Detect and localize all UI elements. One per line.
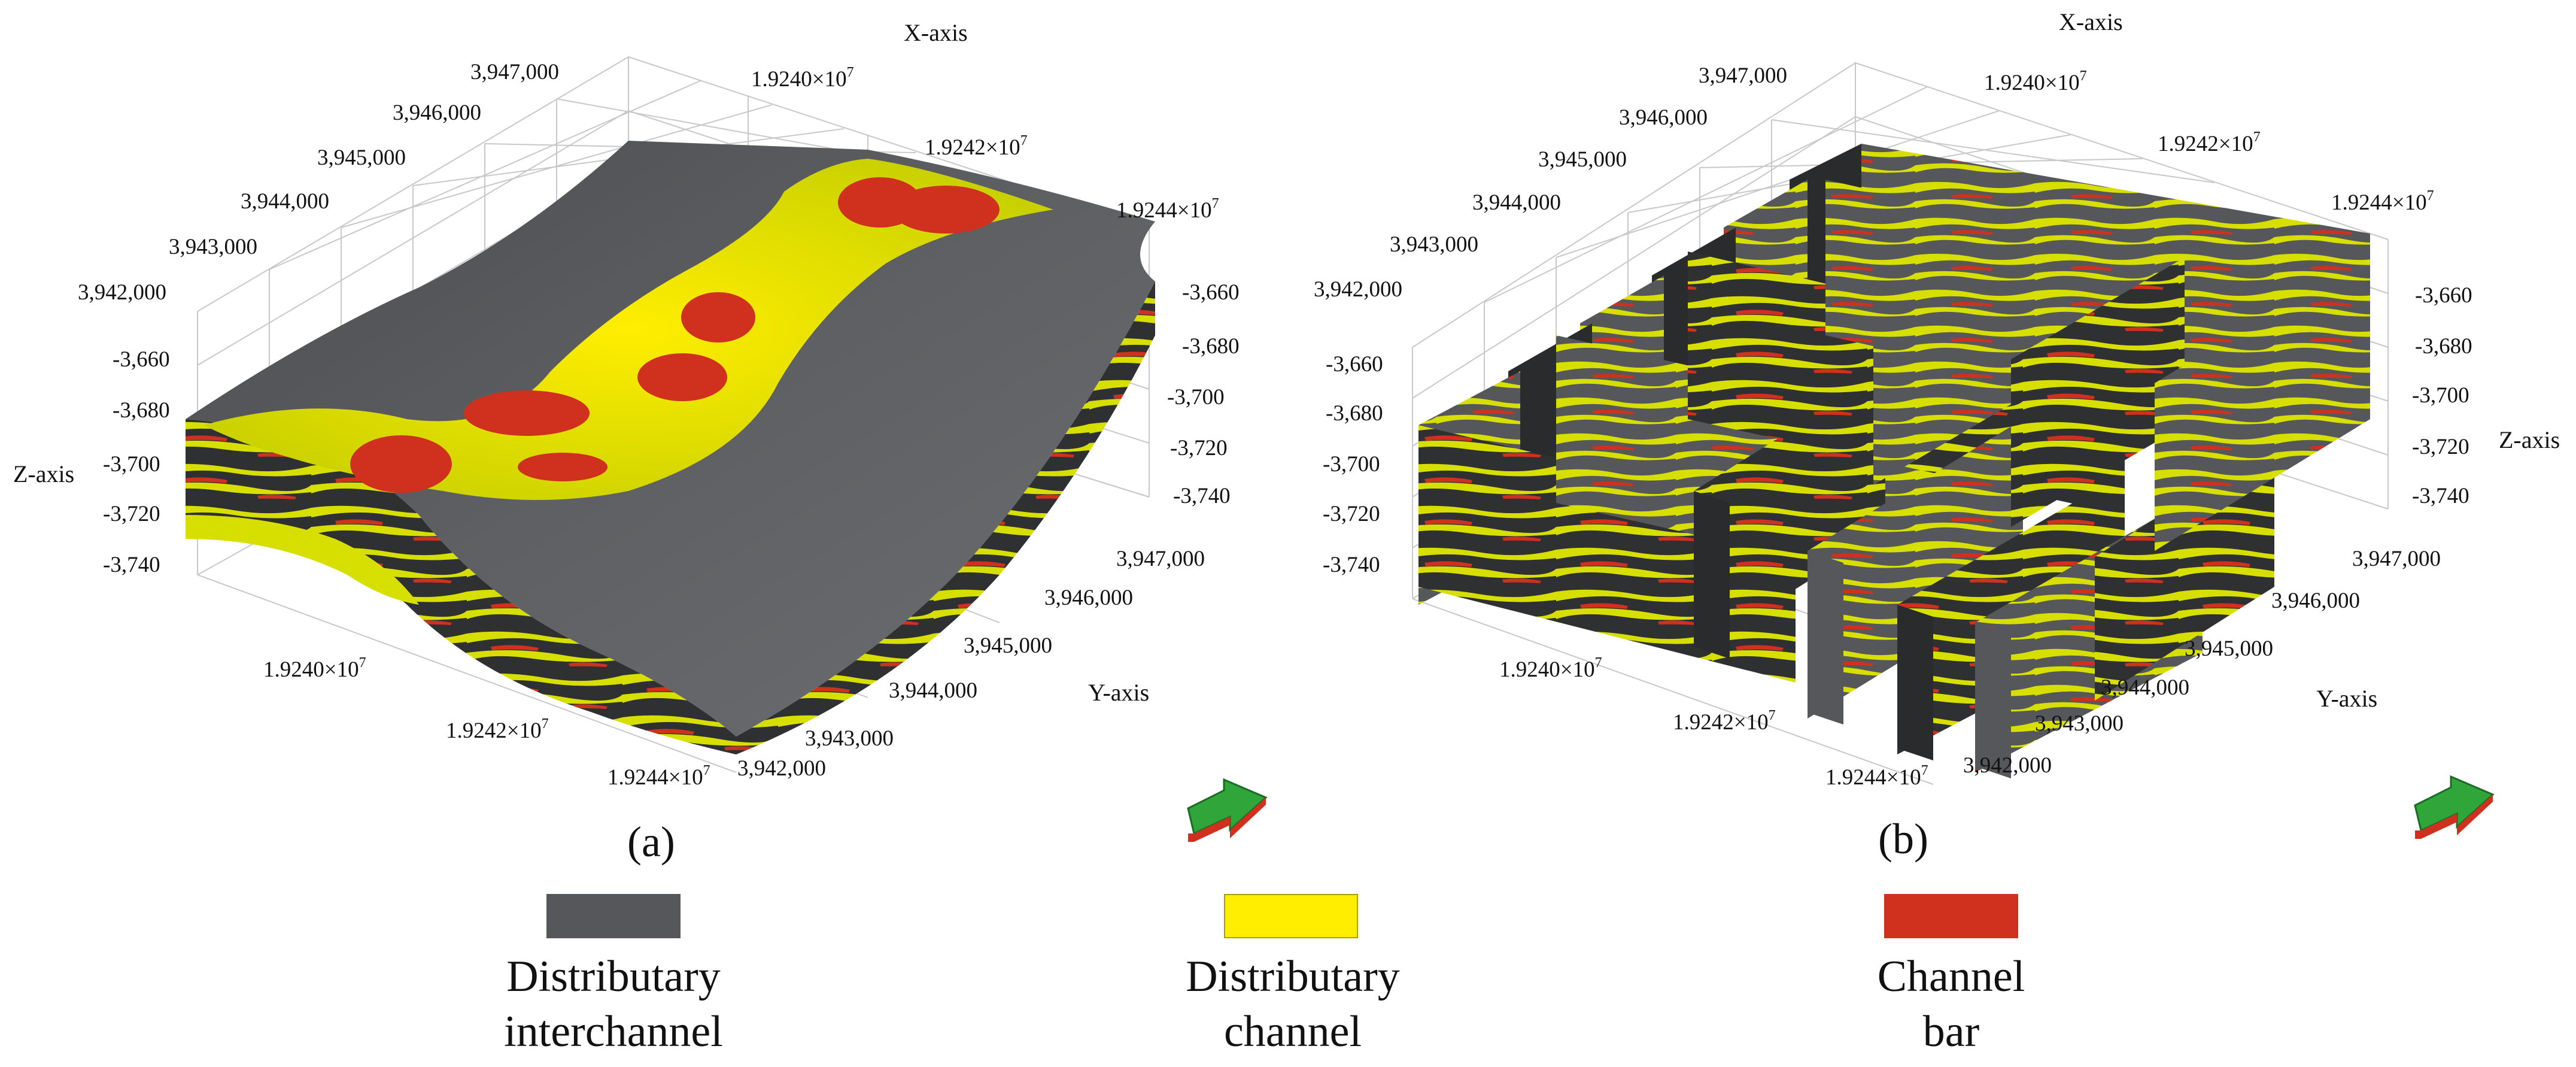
tick-label: 3,944,000 bbox=[889, 678, 977, 703]
tick-label: 3,945,000 bbox=[1538, 147, 1627, 172]
tick-label: 3,947,000 bbox=[470, 60, 559, 84]
tick-label: -3,680 bbox=[113, 398, 170, 423]
tick-label: 3,942,000 bbox=[1314, 277, 1402, 302]
tick-label: 3,947,000 bbox=[1699, 63, 1787, 88]
panel-b-3d-fence-diagram: X-axis Z-axis Y-axis 3,947,000 3,946,000… bbox=[1314, 8, 2560, 863]
panel-b-y-ticks-bottom: 3,947,000 3,946,000 3,945,000 3,944,000 … bbox=[1963, 547, 2441, 778]
tick-label: 1.9242×107 bbox=[2158, 129, 2261, 156]
panel-a-z-ticks-right: -3,660 -3,680 -3,700 -3,720 -3,740 bbox=[1167, 280, 1240, 508]
legend-item-interchannel: Distributary interchannel bbox=[467, 949, 760, 1059]
tick-label: 3,947,000 bbox=[1116, 547, 1205, 571]
tick-label: -3,660 bbox=[1182, 280, 1240, 305]
tick-label: 1.9240×107 bbox=[1499, 655, 1602, 682]
tick-label: 3,947,000 bbox=[2352, 547, 2441, 571]
panel-b-x-ticks-top: 1.9240×107 1.9242×107 1.9244×107 bbox=[1984, 68, 2434, 215]
legend-label-line1: Distributary bbox=[1186, 952, 1400, 1001]
tick-label: 3,944,000 bbox=[2101, 675, 2189, 700]
tick-label: -3,740 bbox=[2412, 484, 2469, 508]
legend-swatch-interchannel bbox=[546, 894, 681, 938]
tick-label: 1.9244×107 bbox=[1825, 763, 1928, 790]
tick-label: -3,740 bbox=[1323, 553, 1380, 577]
tick-label: -3,740 bbox=[1173, 484, 1231, 508]
tick-label: 3,945,000 bbox=[2185, 636, 2273, 661]
tick-label: 1.9244×107 bbox=[1116, 196, 1219, 223]
panel-b-y-ticks-top: 3,947,000 3,946,000 3,945,000 3,944,000 … bbox=[1314, 63, 1787, 302]
tick-label: 1.9242×107 bbox=[925, 133, 1028, 160]
legend-item-channel-bar: Channel bar bbox=[1837, 949, 2065, 1059]
panel-a-y-ticks-bottom: 3,947,000 3,946,000 3,945,000 3,944,000 … bbox=[737, 547, 1205, 781]
panel-b-orientation-arrow-icon bbox=[2414, 775, 2495, 839]
tick-label: 3,942,000 bbox=[78, 280, 166, 305]
panel-a-y-axis-label: Y-axis bbox=[1088, 679, 1149, 706]
panel-a-label: (a) bbox=[627, 818, 675, 866]
panel-a-3d-model: X-axis Z-axis Y-axis 3,947,000 3,946,000… bbox=[13, 19, 1268, 866]
tick-label: 3,946,000 bbox=[1619, 105, 1708, 130]
panel-b-fence-walls bbox=[1418, 144, 2370, 778]
tick-label: 1.9240×107 bbox=[1984, 68, 2087, 95]
tick-label: -3,740 bbox=[103, 553, 160, 577]
legend-swatch-channel bbox=[1224, 894, 1358, 938]
tick-label: -3,720 bbox=[1170, 436, 1228, 460]
tick-label: 3,946,000 bbox=[393, 101, 481, 125]
tick-label: 3,943,000 bbox=[2035, 711, 2124, 736]
tick-label: 3,946,000 bbox=[2271, 589, 2360, 613]
tick-label: 3,945,000 bbox=[317, 146, 406, 170]
tick-label: 1.9244×107 bbox=[607, 763, 710, 790]
tick-label: -3,700 bbox=[1323, 452, 1380, 477]
legend-swatch-channel-bar bbox=[1884, 894, 2018, 938]
tick-label: 3,943,000 bbox=[169, 235, 257, 259]
panel-a-z-ticks-left: -3,660 -3,680 -3,700 -3,720 -3,740 bbox=[103, 347, 170, 577]
panel-a-orientation-arrow-icon bbox=[1187, 778, 1268, 842]
panel-b-x-axis-label: X-axis bbox=[2059, 8, 2123, 35]
tick-label: -3,680 bbox=[1182, 334, 1240, 359]
tick-label: -3,660 bbox=[2415, 283, 2472, 308]
tick-label: -3,680 bbox=[1326, 401, 1383, 426]
panel-a-x-ticks-top: 1.9240×107 1.9242×107 1.9244×107 bbox=[751, 65, 1219, 223]
tick-label: 3,943,000 bbox=[805, 726, 894, 751]
panel-a-x-ticks-bottom: 1.9240×107 1.9242×107 1.9244×107 bbox=[263, 655, 710, 790]
panel-b-z-axis-label: Z-axis bbox=[2499, 426, 2560, 453]
panel-a-z-axis-label: Z-axis bbox=[13, 460, 74, 487]
panel-a-y-ticks-top: 3,947,000 3,946,000 3,945,000 3,944,000 … bbox=[78, 60, 559, 305]
tick-label: -3,700 bbox=[1167, 385, 1225, 410]
legend-label-line2: interchannel bbox=[504, 1007, 723, 1056]
tick-label: 3,945,000 bbox=[964, 633, 1052, 658]
panel-a-channel-fringe bbox=[186, 515, 419, 605]
tick-label: -3,660 bbox=[113, 347, 170, 372]
tick-label: 3,946,000 bbox=[1044, 586, 1133, 610]
tick-label: -3,720 bbox=[1323, 502, 1380, 526]
tick-label: 1.9244×107 bbox=[2331, 188, 2434, 215]
panel-b-y-axis-label: Y-axis bbox=[2316, 685, 2377, 712]
panel-a-front-face bbox=[186, 419, 736, 754]
panel-b-z-ticks-left: -3,660 -3,680 -3,700 -3,720 -3,740 bbox=[1323, 352, 1383, 577]
legend-label-line1: Distributary bbox=[506, 952, 721, 1001]
tick-label: -3,700 bbox=[103, 452, 160, 477]
tick-label: 3,942,000 bbox=[737, 756, 826, 781]
tick-label: 3,944,000 bbox=[241, 189, 329, 214]
panel-a-channel-belt bbox=[203, 159, 1053, 500]
tick-label: 3,942,000 bbox=[1963, 753, 2052, 778]
legend-label-line1: Channel bbox=[1877, 952, 2025, 1001]
panel-b-label: (b) bbox=[1878, 815, 1928, 863]
legend-label-line2: bar bbox=[1922, 1007, 1980, 1056]
tick-label: -3,680 bbox=[2415, 334, 2472, 359]
tick-label: 3,944,000 bbox=[1472, 190, 1561, 215]
panel-b-z-ticks-right: -3,660 -3,680 -3,700 -3,720 -3,740 bbox=[2412, 283, 2472, 508]
tick-label: -3,660 bbox=[1326, 352, 1383, 377]
legend-label-line2: channel bbox=[1223, 1007, 1362, 1056]
tick-label: 1.9242×107 bbox=[1673, 708, 1776, 735]
legend-item-channel: Distributary channel bbox=[1149, 949, 1436, 1059]
panel-b-x-ticks-bottom: 1.9240×107 1.9242×107 1.9244×107 bbox=[1499, 655, 1928, 790]
panel-a-channel-bars bbox=[350, 177, 1000, 493]
tick-label: -3,720 bbox=[2412, 435, 2469, 459]
tick-label: -3,700 bbox=[2412, 383, 2469, 408]
tick-label: 1.9240×107 bbox=[751, 65, 854, 92]
tick-label: -3,720 bbox=[103, 502, 160, 526]
tick-label: 1.9242×107 bbox=[446, 716, 549, 743]
tick-label: 3,943,000 bbox=[1390, 232, 1478, 257]
tick-label: 1.9240×107 bbox=[263, 655, 366, 682]
panel-a-x-axis-label: X-axis bbox=[904, 19, 968, 46]
